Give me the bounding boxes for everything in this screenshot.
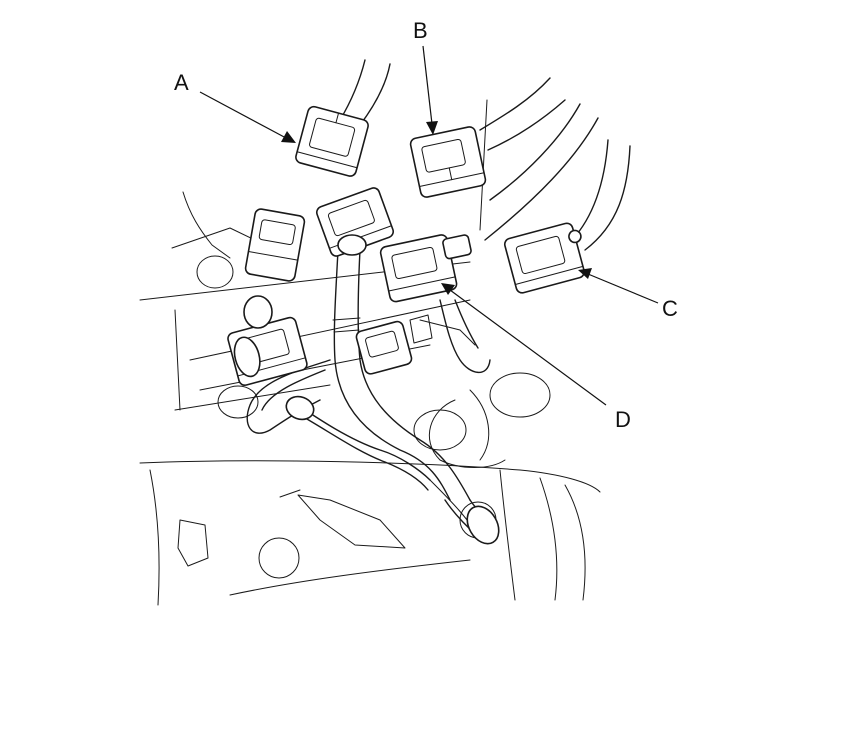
engine-outline xyxy=(139,99,601,606)
callout-a: A xyxy=(174,70,296,143)
callout-c-label: C xyxy=(662,296,678,321)
connector-b xyxy=(409,126,487,198)
connector-unlabeled-3 xyxy=(227,316,308,387)
connector-unlabeled-2 xyxy=(244,208,306,282)
callout-d: D xyxy=(441,283,631,432)
wire-harness xyxy=(246,59,631,545)
connector-c xyxy=(503,222,585,294)
connector-unlabeled-4 xyxy=(355,320,413,375)
callout-b: B xyxy=(413,18,438,135)
callout-b-label: B xyxy=(413,18,428,43)
connector-a xyxy=(295,105,369,177)
connector-unlabeled-5 xyxy=(243,234,367,329)
callout-c: C xyxy=(578,268,678,321)
callout-a-label: A xyxy=(174,70,189,95)
connector-d xyxy=(379,234,472,303)
callout-d-label: D xyxy=(615,407,631,432)
